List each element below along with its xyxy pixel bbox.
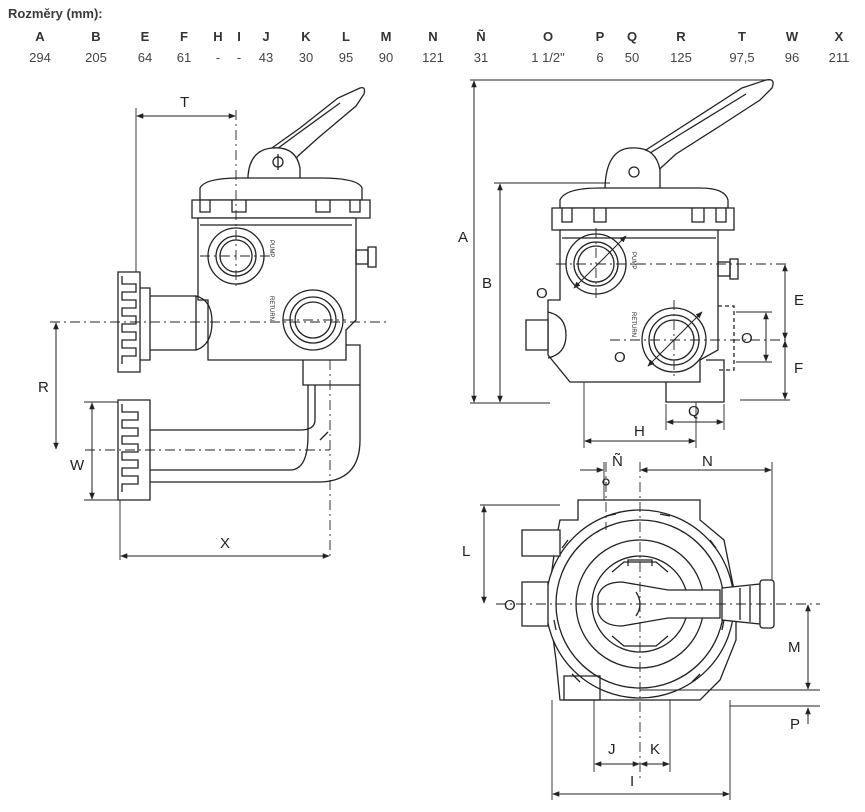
dim-label-P: P bbox=[790, 716, 800, 733]
table-header-12: O bbox=[542, 29, 554, 44]
table-header-18: X bbox=[834, 29, 844, 44]
side-view bbox=[50, 86, 390, 560]
table-header-3: F bbox=[180, 29, 188, 44]
dim-label-X: X bbox=[220, 535, 230, 552]
table-value-8: 95 bbox=[338, 50, 354, 65]
top-view bbox=[480, 462, 820, 800]
dim-label-L: L bbox=[462, 543, 470, 560]
dim-label-A: A bbox=[458, 229, 468, 246]
table-header-10: N bbox=[428, 29, 438, 44]
table-value-17: 96 bbox=[784, 50, 800, 65]
table-value-16: 97,5 bbox=[729, 50, 755, 65]
table-value-2: 64 bbox=[137, 50, 153, 65]
table-value-9: 90 bbox=[378, 50, 394, 65]
table-header-7: K bbox=[301, 29, 311, 44]
table-header-17: W bbox=[785, 29, 799, 44]
dim-label-O-top: O bbox=[504, 597, 516, 614]
page-title: Rozměry (mm): bbox=[8, 6, 103, 21]
table-value-14: 50 bbox=[624, 50, 640, 65]
table-value-13: 6 bbox=[596, 50, 604, 65]
dim-label-M: M bbox=[788, 639, 801, 656]
table-header-11: Ñ bbox=[476, 29, 486, 44]
table-header-0: A bbox=[35, 29, 45, 44]
table-value-10: 121 bbox=[422, 50, 444, 65]
dim-label-K: K bbox=[650, 741, 660, 758]
dim-label-F: F bbox=[794, 360, 803, 377]
dim-label-E: E bbox=[794, 292, 804, 309]
dim-label-J: J bbox=[608, 741, 616, 758]
table-value-4: - bbox=[215, 50, 221, 65]
table-value-12: 1 1/2" bbox=[531, 50, 565, 65]
table-header-4: H bbox=[213, 29, 223, 44]
table-value-15: 125 bbox=[670, 50, 692, 65]
table-value-3: 61 bbox=[176, 50, 192, 65]
table-header-14: Q bbox=[626, 29, 638, 44]
table-header-16: T bbox=[738, 29, 746, 44]
table-value-6: 43 bbox=[258, 50, 274, 65]
pump-label-side: PUMP bbox=[268, 240, 274, 257]
table-value-1: 205 bbox=[85, 50, 107, 65]
dim-label-O-outlet: O bbox=[741, 330, 753, 347]
dim-label-O-return: O bbox=[614, 349, 626, 366]
return-label-side: RETURN bbox=[268, 296, 274, 321]
dim-label-B: B bbox=[482, 275, 492, 292]
return-label-front: RETURN bbox=[630, 312, 636, 337]
dim-label-H: H bbox=[634, 423, 645, 440]
table-value-18: 211 bbox=[828, 50, 850, 65]
table-value-11: 31 bbox=[473, 50, 489, 65]
table-header-15: R bbox=[676, 29, 686, 44]
table-value-5: - bbox=[236, 50, 242, 65]
dim-label-N-tilde: Ñ bbox=[612, 453, 623, 470]
table-header-8: L bbox=[342, 29, 350, 44]
table-header-5: I bbox=[237, 29, 241, 44]
table-header-2: E bbox=[140, 29, 150, 44]
dim-label-W: W bbox=[70, 457, 85, 474]
table-value-0: 294 bbox=[29, 50, 51, 65]
table-header-9: M bbox=[380, 29, 392, 44]
dim-label-O-pump: O bbox=[536, 285, 548, 302]
table-header-13: P bbox=[595, 29, 605, 44]
front-view bbox=[470, 79, 790, 448]
dim-label-I: I bbox=[630, 773, 634, 790]
table-header-1: B bbox=[91, 29, 101, 44]
dim-label-N: N bbox=[702, 453, 713, 470]
pump-label-front: PUMP bbox=[630, 252, 636, 269]
table-value-7: 30 bbox=[298, 50, 314, 65]
dim-label-Q: Q bbox=[688, 403, 700, 420]
dim-label-T: T bbox=[180, 94, 189, 111]
table-header-6: J bbox=[262, 29, 270, 44]
dim-label-R: R bbox=[38, 379, 49, 396]
